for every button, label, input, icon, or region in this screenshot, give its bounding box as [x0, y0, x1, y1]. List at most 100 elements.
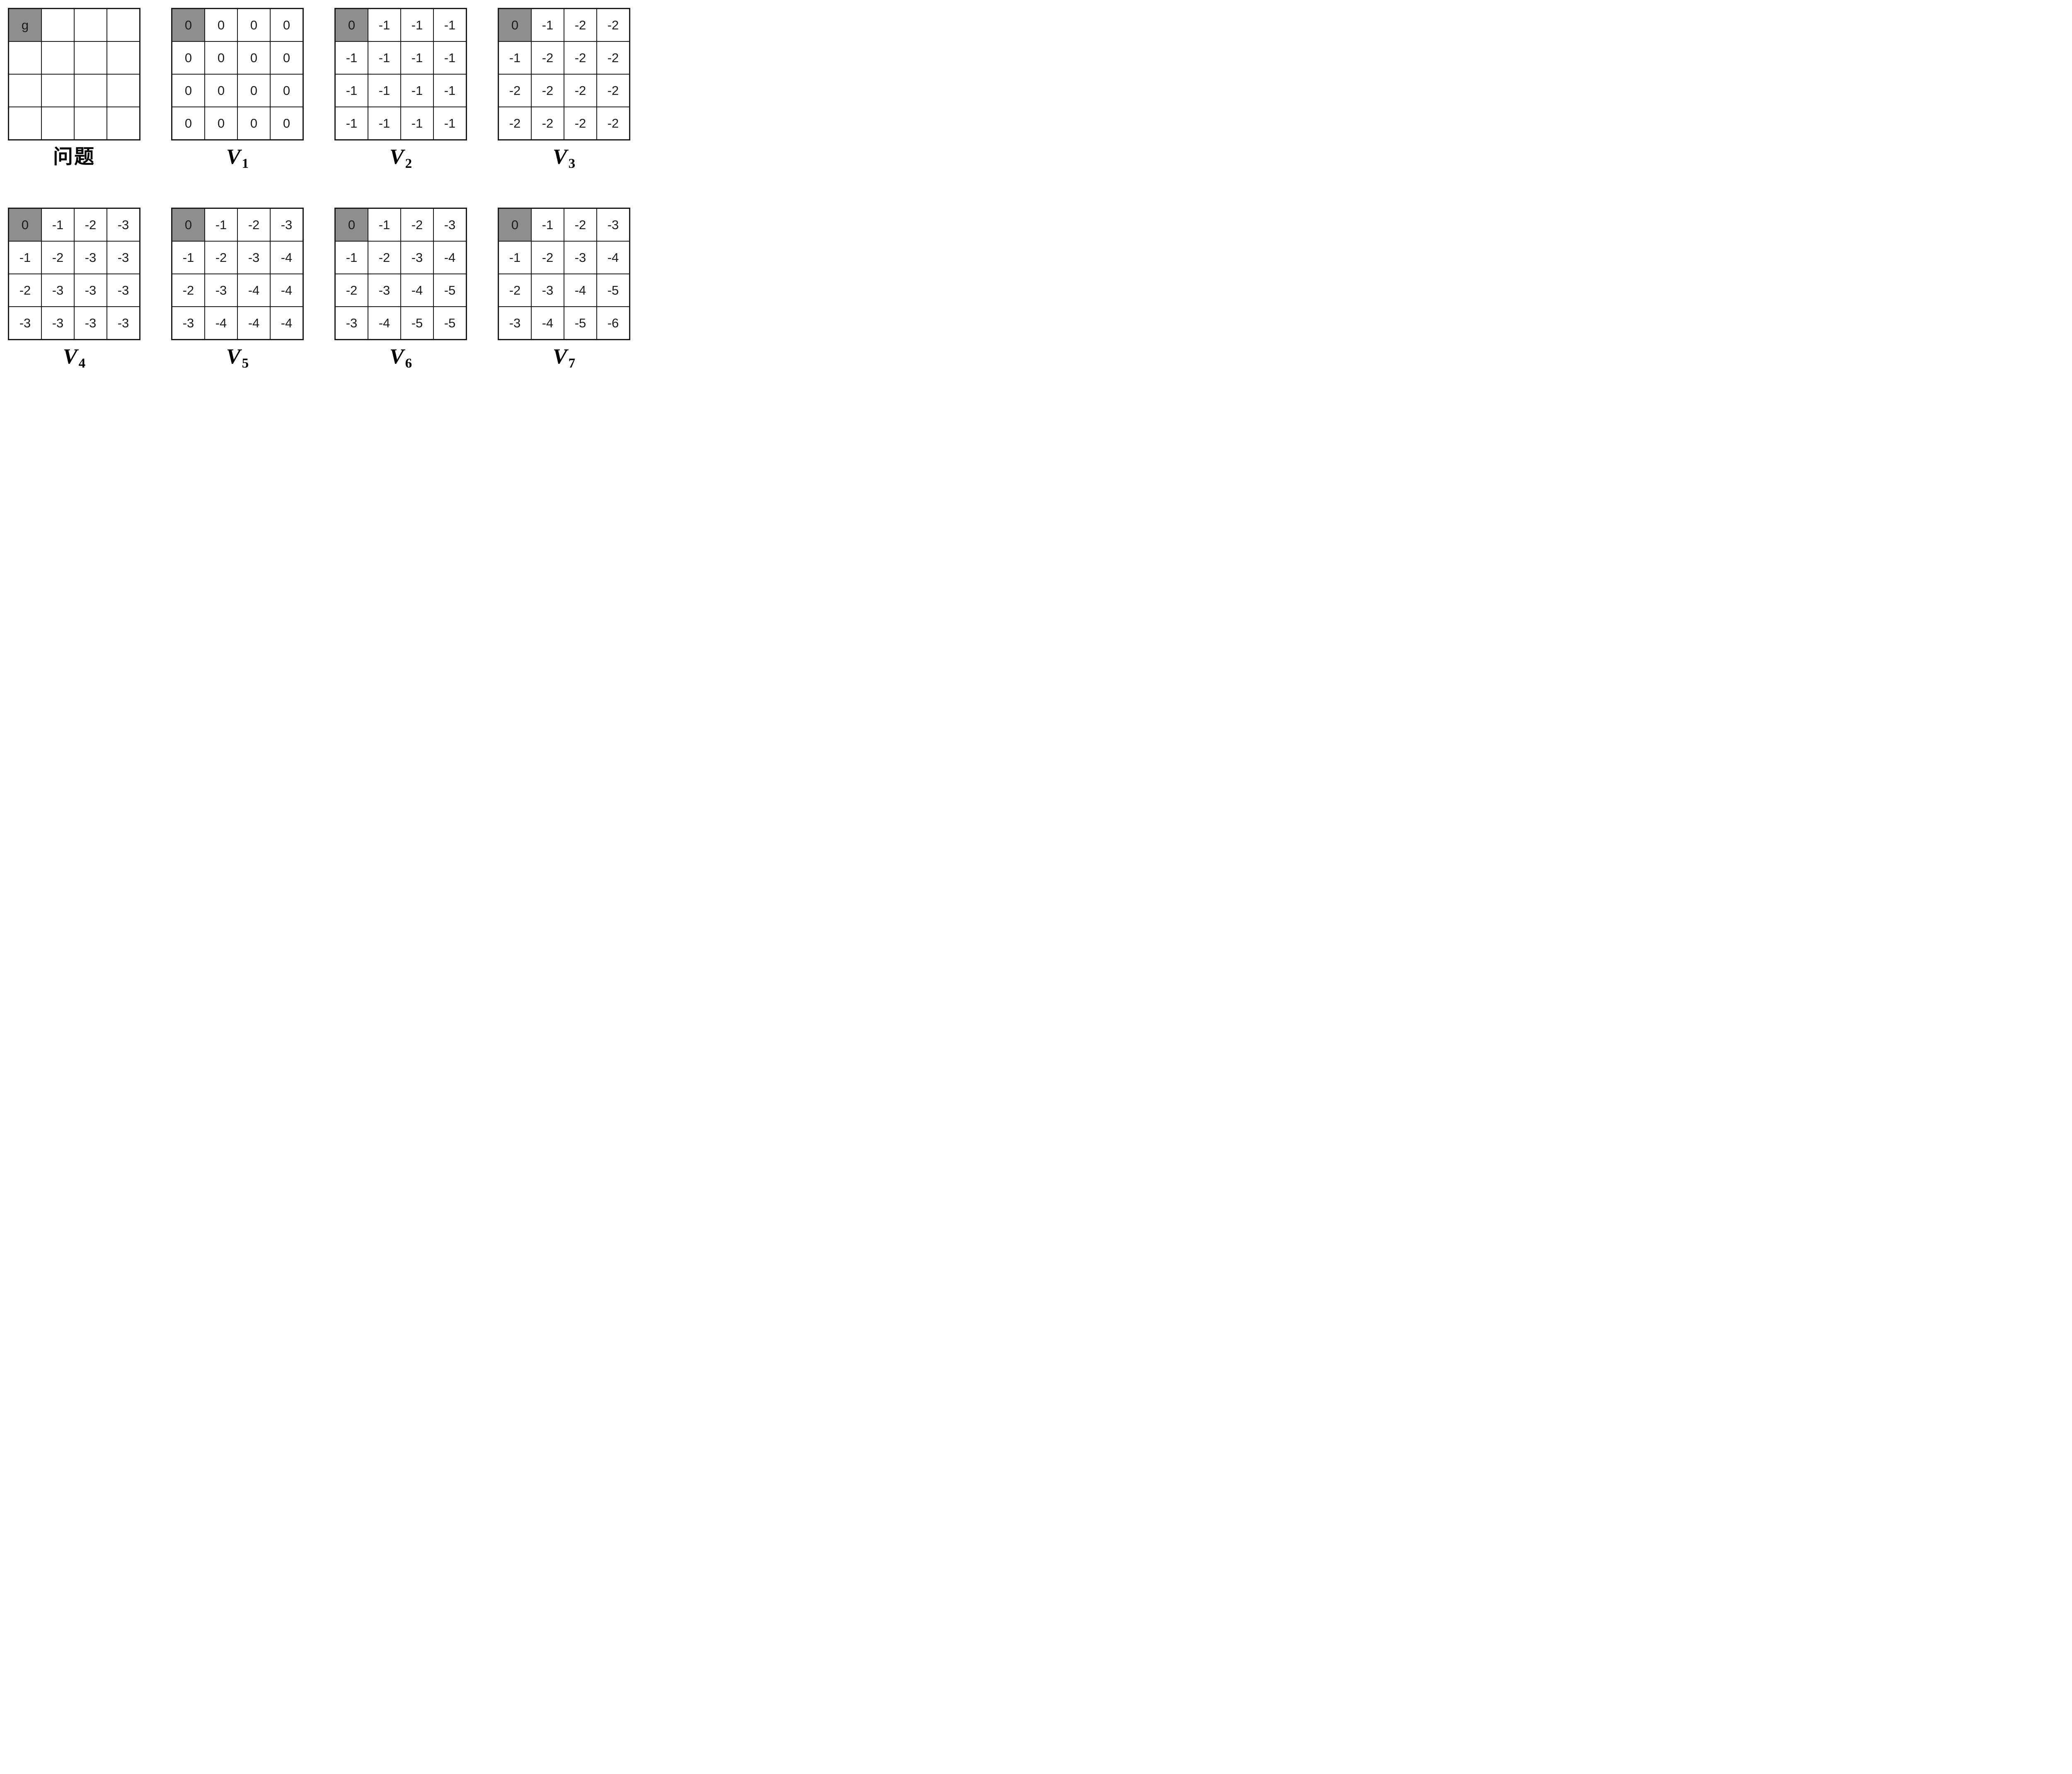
grid-cell: [41, 106, 75, 140]
grid-table-row: -2-3-4-5: [498, 273, 630, 307]
grid-table-row: -1-1-1-1: [334, 74, 467, 107]
grid-cell: -2: [564, 41, 597, 75]
grid-cell: -3: [41, 273, 75, 307]
grid-cell: -5: [564, 306, 597, 340]
goal-cell-problem: g: [8, 8, 42, 42]
grid-cell: -4: [270, 273, 304, 307]
grid-cell: -3: [107, 273, 140, 307]
grid-cell: -1: [8, 241, 42, 274]
label-base: V: [63, 345, 77, 368]
grid-cell: -3: [171, 306, 205, 340]
grid-table-row: -1-1-1-1: [334, 106, 467, 140]
grid-table-row: -2-3-4-5: [334, 273, 467, 307]
grid-cell: -1: [368, 106, 401, 140]
label-subscript: 2: [405, 156, 412, 171]
grid-cell: -1: [334, 74, 368, 107]
label-base: V: [389, 145, 404, 169]
grid-cell: 0: [237, 8, 271, 42]
label-base: V: [552, 345, 567, 368]
grid-cell: -2: [204, 241, 238, 274]
grid-cell: -2: [400, 208, 434, 242]
grid-table-v5: 0-1-2-3-1-2-3-4-2-3-4-4-3-4-4-4: [171, 208, 304, 340]
grid-cell: 0: [204, 41, 238, 75]
label-subscript: 3: [568, 156, 576, 171]
grid-table-v4: 0-1-2-3-1-2-3-3-2-3-3-3-3-3-3-3: [8, 208, 140, 340]
grid-cell: -2: [564, 74, 597, 107]
grid-cell: -1: [400, 41, 434, 75]
goal-cell-v4: 0: [8, 208, 42, 242]
grid-cell: -1: [400, 74, 434, 107]
grid-cell: -2: [41, 241, 75, 274]
grid-cell: -3: [531, 273, 564, 307]
grid-table-v7: 0-1-2-3-1-2-3-4-2-3-4-5-3-4-5-6: [498, 208, 630, 340]
grid-cell: [107, 74, 140, 107]
label-base: V: [389, 345, 404, 368]
grid-cell: -5: [400, 306, 434, 340]
grid-cell: -3: [270, 208, 304, 242]
grid-cell: -2: [171, 273, 205, 307]
grid-table-row: [8, 106, 140, 140]
grid-cell: -4: [433, 241, 467, 274]
grid-cell: -1: [368, 8, 401, 42]
grid-table-v3: 0-1-2-2-1-2-2-2-2-2-2-2-2-2-2-2: [498, 8, 630, 140]
grid-cell: -2: [564, 8, 597, 42]
grid-cell: -4: [531, 306, 564, 340]
grid-cell: -4: [368, 306, 401, 340]
grid-cell: -1: [368, 208, 401, 242]
grid-table-row: [8, 41, 140, 75]
grid-cell: -1: [41, 208, 75, 242]
grid-table-row: -1-2-3-3: [8, 241, 140, 274]
grid-cell: -3: [334, 306, 368, 340]
grid-cell: -2: [74, 208, 107, 242]
panel-label-v1: V1: [226, 145, 249, 171]
grid-cell: -2: [8, 273, 42, 307]
grid-cell: -1: [368, 74, 401, 107]
grid-cell: [41, 8, 75, 42]
grid-cell: 0: [270, 8, 304, 42]
grid-table-row: 0-1-2-3: [171, 208, 304, 242]
grid-table-row: -1-1-1-1: [334, 41, 467, 75]
grid-cell: 0: [171, 41, 205, 75]
grid-cell: -2: [368, 241, 401, 274]
grid-cell: [8, 41, 42, 75]
grid-cell: [107, 41, 140, 75]
label-subscript: 4: [78, 356, 86, 371]
panel-label-v6: V6: [389, 344, 412, 371]
grid-cell: -1: [433, 8, 467, 42]
grid-cell: -1: [531, 8, 564, 42]
grid-cell: -1: [433, 74, 467, 107]
grid-table-row: g: [8, 8, 140, 42]
grid-cell: 0: [237, 74, 271, 107]
grid-cell: -2: [237, 208, 271, 242]
label-subscript: 6: [405, 356, 412, 371]
grid-cell: [74, 41, 107, 75]
goal-cell-v3: 0: [498, 8, 532, 42]
grid-table-row: -1-2-3-4: [498, 241, 630, 274]
grid-cell: -2: [334, 273, 368, 307]
grid-cell: -4: [204, 306, 238, 340]
grid-cell: 0: [270, 106, 304, 140]
grid-cell: [107, 106, 140, 140]
grid-cell: -3: [498, 306, 532, 340]
panel-label-v3: V3: [553, 145, 576, 171]
grid-cell: -2: [498, 74, 532, 107]
grid-cell: -5: [433, 273, 467, 307]
grid-cell: -5: [596, 273, 630, 307]
grid-table-row: 0-1-2-3: [8, 208, 140, 242]
grid-table-v2: 0-1-1-1-1-1-1-1-1-1-1-1-1-1-1-1: [334, 8, 467, 140]
grid-cell: 0: [204, 106, 238, 140]
grid-cell: [74, 8, 107, 42]
grid-cell: -1: [498, 241, 532, 274]
grid-cell: 0: [270, 74, 304, 107]
grid-cell: -2: [564, 106, 597, 140]
grid-cell: -4: [596, 241, 630, 274]
grid-cell: -1: [334, 106, 368, 140]
grid-cell: 0: [204, 8, 238, 42]
grid-table-row: 0-1-2-2: [498, 8, 630, 42]
